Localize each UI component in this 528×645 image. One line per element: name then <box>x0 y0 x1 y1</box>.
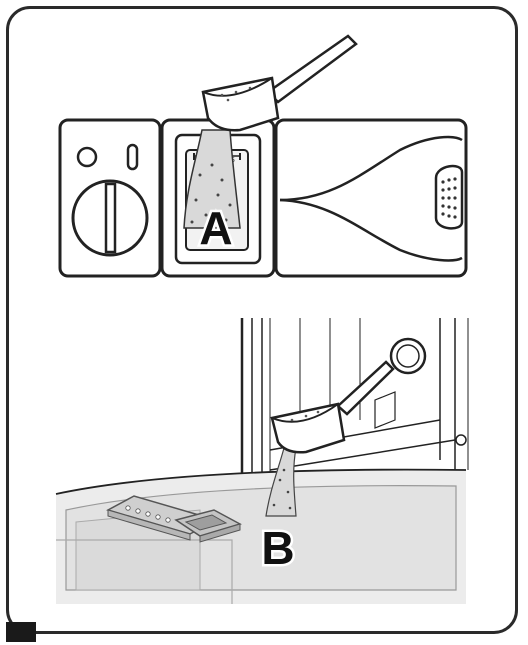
cover-section <box>274 118 468 278</box>
door-dispenser <box>106 495 242 543</box>
measuring-scoop-a <box>201 34 358 132</box>
label-b: B <box>261 522 294 574</box>
powder-stream <box>183 129 241 229</box>
level-indicator-icon <box>126 143 139 171</box>
corner-tab <box>6 622 36 642</box>
powder-stream-b <box>265 447 297 517</box>
vent-holes <box>441 177 457 219</box>
dispenser-panel: 25 15 A <box>58 34 468 278</box>
door-panel: B <box>55 318 470 604</box>
label-a: A <box>199 202 232 254</box>
powder-grains <box>190 163 232 224</box>
instruction-frame <box>6 6 518 634</box>
measuring-scoop-b <box>270 360 395 454</box>
indicator-light-icon <box>76 146 98 168</box>
